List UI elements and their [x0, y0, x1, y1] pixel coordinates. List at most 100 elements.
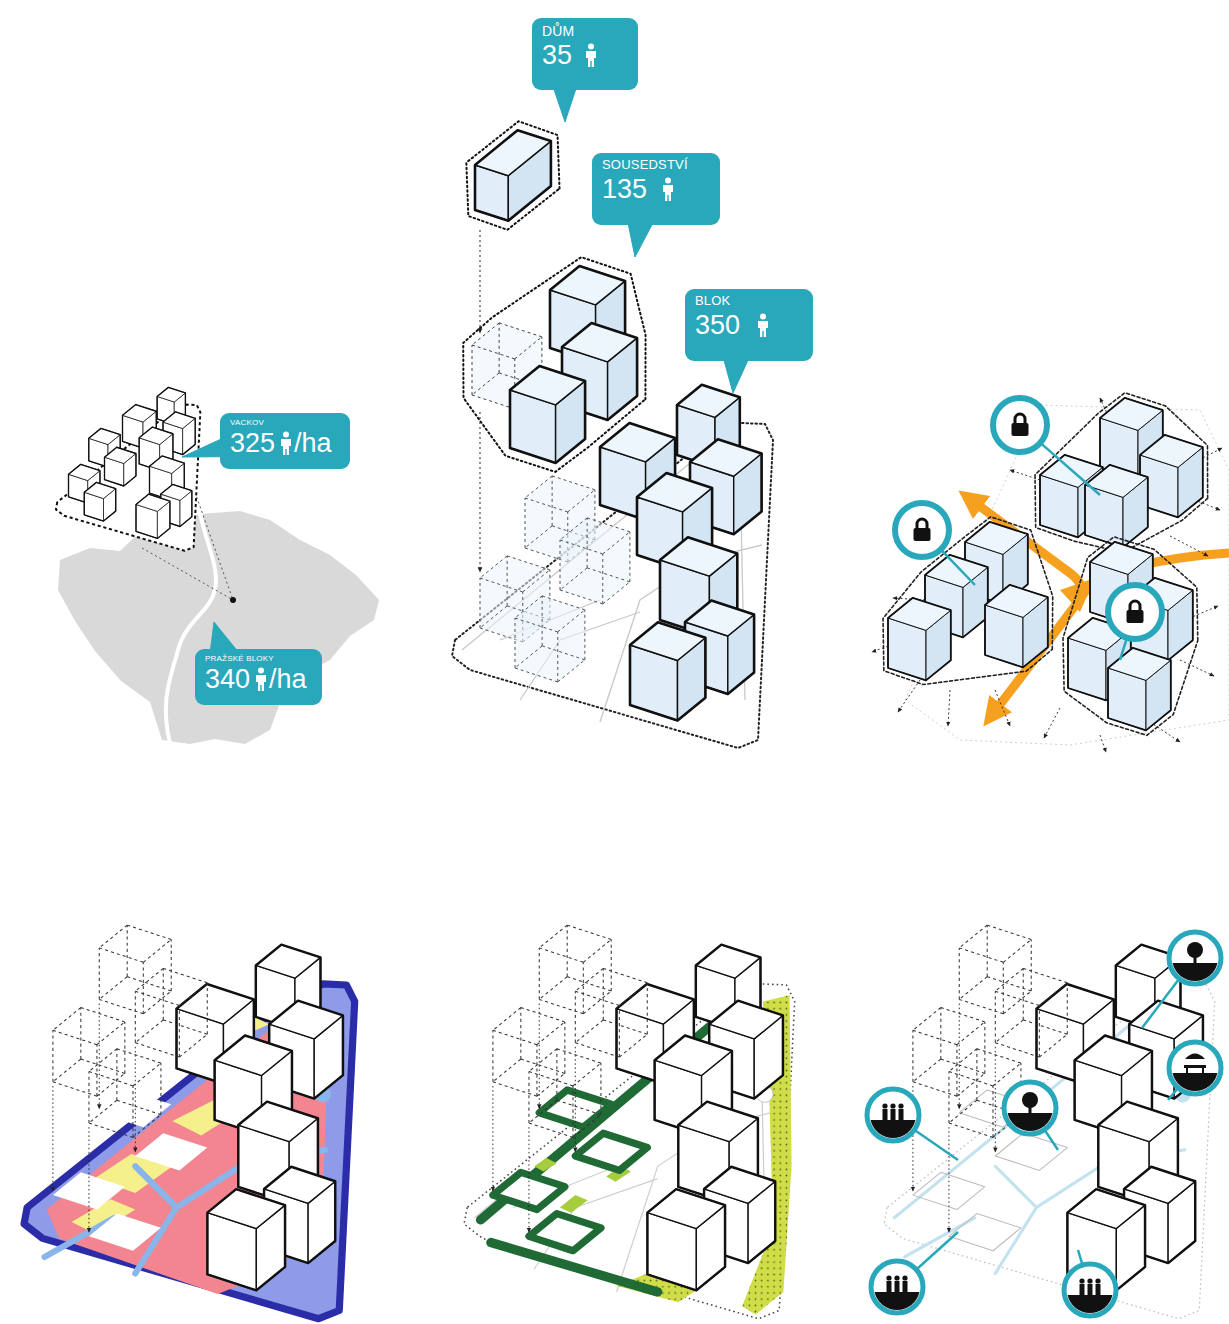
icon-person-head [1095, 1278, 1100, 1283]
ghost-building [99, 925, 171, 1014]
ghost-edge [499, 323, 542, 337]
lock-body [914, 528, 931, 541]
building-roof [1108, 648, 1171, 681]
group-outline [1063, 537, 1198, 735]
ghost-edge [480, 578, 523, 592]
callout-label: BLOK [695, 294, 803, 309]
ghost-edge [472, 345, 473, 395]
neighbourhood-panel [463, 257, 645, 572]
ghost-edge [160, 1063, 161, 1115]
person-head [760, 314, 766, 320]
ghost-edge [959, 977, 987, 1000]
building-outline [888, 598, 951, 681]
ghost-edge [984, 1022, 985, 1074]
ghost-edge [525, 476, 552, 498]
ghost-edge [89, 1072, 133, 1086]
ghost-edge [52, 1030, 53, 1082]
icon-tree-trunk [1194, 956, 1197, 964]
ghost-building [89, 1049, 161, 1138]
icon-leader [1046, 1131, 1058, 1150]
ghost-building [995, 968, 1067, 1057]
ghost-edge [558, 610, 585, 632]
ghost-edge [948, 1072, 949, 1124]
ghost-edge [993, 1063, 1021, 1086]
layer-panel [464, 925, 795, 1319]
ghost-edge [987, 925, 988, 977]
person-body [281, 439, 291, 455]
building-roof [1090, 542, 1153, 575]
ghost-edge [507, 556, 550, 570]
icon-ground [875, 1292, 920, 1310]
ghost-edge [472, 323, 499, 345]
ghost-edge [1067, 983, 1068, 1035]
layer-panel [24, 925, 355, 1319]
ghost-edge [949, 1049, 977, 1072]
ghost-edge [515, 646, 542, 668]
population-number: 135 [602, 175, 647, 203]
building-roof [985, 585, 1048, 618]
ghost-edge [525, 498, 526, 548]
ghost-edge [529, 1072, 573, 1086]
ghost-edge [587, 568, 630, 582]
lock-shackle [917, 519, 927, 529]
callout-value-row: 350 [695, 311, 803, 339]
building-roof [925, 555, 988, 588]
building-roof [123, 405, 157, 423]
vackov-cluster [56, 387, 200, 550]
building-roof [136, 494, 170, 511]
ghost-edge [940, 1008, 941, 1059]
building-footprint [135, 1133, 207, 1170]
lock-shackle [1015, 414, 1025, 424]
ghost-edge [949, 1072, 993, 1086]
building-roof [264, 1167, 335, 1204]
icon-ground [1173, 1073, 1218, 1091]
ghost-edge [529, 1100, 557, 1123]
building-roof [1085, 465, 1148, 498]
building [1108, 648, 1171, 731]
ghost-edge [135, 1043, 179, 1057]
ghost-edge [493, 1030, 537, 1044]
building-roof [1037, 984, 1114, 1024]
ghost-edge [515, 596, 542, 618]
building-footprint [529, 1214, 601, 1251]
dashed-pointer [142, 548, 233, 600]
callout-tail [628, 222, 654, 257]
ghost-edge [573, 1063, 601, 1086]
ghost-edge [529, 1049, 557, 1072]
ghost-edge [560, 540, 561, 590]
ghost-edge [560, 590, 603, 604]
callout-tail [182, 438, 223, 457]
building-outline [510, 366, 585, 463]
ghost-edge [957, 1073, 985, 1096]
ghost-edge [564, 1022, 565, 1074]
icon-ground [1068, 1295, 1113, 1313]
ghost-edge [539, 925, 567, 948]
activity-badge [1169, 932, 1221, 984]
ghost-edge [575, 1043, 619, 1057]
ghost-edge [53, 1059, 81, 1082]
icon-person-head [902, 1275, 907, 1280]
ghost-edge [99, 948, 100, 1000]
icon-person-body [1096, 1284, 1101, 1295]
population-number: 35 [542, 41, 572, 69]
ghost-edge [552, 476, 595, 490]
dotted-arrow [539, 1004, 540, 1109]
ghost-edge [537, 1073, 565, 1096]
ghost-edge [179, 983, 207, 1006]
building-roof [69, 464, 100, 480]
activity-badge [871, 1261, 923, 1313]
ghost-building [515, 596, 585, 682]
ghost-edge [1039, 983, 1067, 1006]
ghost-edge [493, 1008, 521, 1031]
person-icon [756, 313, 770, 337]
ghost-edge [1003, 991, 1031, 1014]
ghost-edge [959, 948, 1003, 962]
ghost-edge [542, 596, 543, 646]
building [888, 598, 951, 681]
person-icon [254, 667, 268, 691]
block-panel [452, 385, 773, 748]
building-outline [105, 447, 136, 486]
ghost-edge [525, 498, 568, 512]
ghost-edge [587, 518, 588, 568]
callout-box: DŮM35 [532, 18, 638, 90]
